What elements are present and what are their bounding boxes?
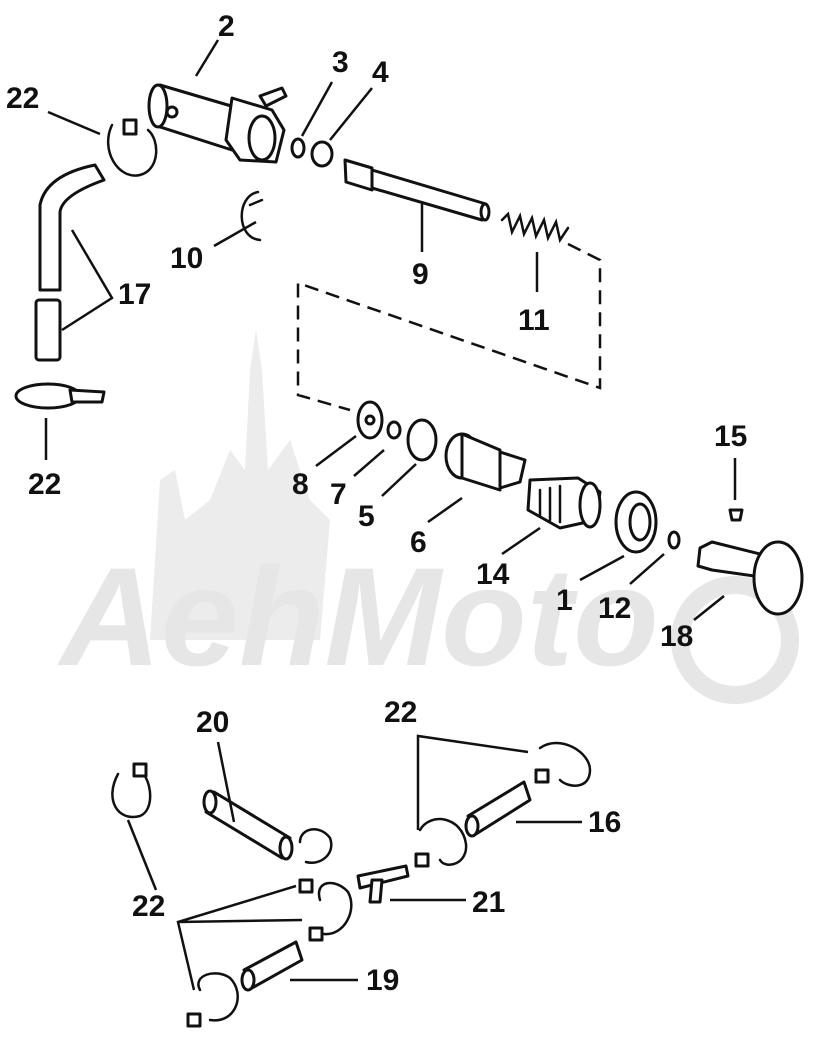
watermark-text: AehMoto (57, 538, 659, 695)
callout-1: 1 (556, 584, 573, 617)
part-22-clamp-upper (106, 118, 158, 177)
part-22-clamp-b (298, 828, 333, 894)
part-10-clip (240, 190, 264, 242)
callout-22-left: 22 (28, 468, 61, 501)
callout-6: 6 (410, 526, 427, 559)
callout-22-lower-top: 22 (384, 696, 417, 729)
callout-5: 5 (358, 500, 375, 533)
callout-3: 3 (332, 46, 349, 79)
callout-22-lower-left: 22 (132, 890, 165, 923)
callout-19: 19 (366, 964, 399, 997)
part-17-hose (34, 163, 106, 362)
assembly-bracket-dashed (296, 242, 602, 412)
callout-18: 18 (660, 620, 693, 653)
callout-labels: 2 3 4 22 10 9 17 11 22 8 7 5 6 14 1 12 1… (6, 10, 747, 997)
callout-17: 17 (118, 278, 151, 311)
part-4-o-ring (310, 140, 334, 168)
leader-lines (44, 39, 737, 991)
part-8-washer (356, 400, 384, 440)
callout-7: 7 (330, 478, 347, 511)
part-20-hose (202, 789, 294, 861)
part-15-screw (728, 508, 744, 522)
callout-14: 14 (476, 558, 510, 591)
part-22-clamp-lower (14, 382, 106, 410)
callout-12: 12 (598, 592, 631, 625)
part-5-o-ring (406, 418, 438, 462)
part-22-clamp-c (308, 881, 353, 942)
part-3-o-ring (290, 137, 306, 159)
part-18-plunger (696, 540, 804, 616)
part-9-shaft (343, 158, 491, 222)
part-21-tee-fitting (356, 864, 410, 904)
part-22-clamp-e (414, 817, 468, 868)
part-2-pump-housing (147, 83, 288, 164)
part-19-hose (240, 940, 304, 992)
part-22-clamp-d (186, 972, 239, 1028)
part-16-hose (464, 780, 532, 838)
callout-20: 20 (196, 706, 229, 739)
callout-4: 4 (372, 56, 389, 89)
part-7-o-ring (386, 420, 402, 440)
part-12-o-ring (667, 530, 681, 550)
part-14-fitting (526, 476, 602, 530)
callout-9: 9 (412, 258, 429, 291)
callout-11: 11 (518, 304, 550, 337)
part-22-clamp-f (534, 741, 592, 787)
part-1-diaphragm (614, 490, 658, 554)
watermark: AehMoto (57, 330, 799, 704)
callout-21: 21 (472, 886, 505, 919)
part-22-clamp-a (111, 762, 152, 819)
callout-22-top: 22 (6, 82, 39, 115)
part-11-spring (500, 211, 570, 244)
callout-15: 15 (714, 420, 747, 453)
callout-16: 16 (588, 806, 621, 839)
callout-2: 2 (218, 10, 235, 43)
callout-8: 8 (292, 468, 309, 501)
callout-10: 10 (170, 242, 203, 275)
part-6-valve-body (444, 432, 527, 492)
